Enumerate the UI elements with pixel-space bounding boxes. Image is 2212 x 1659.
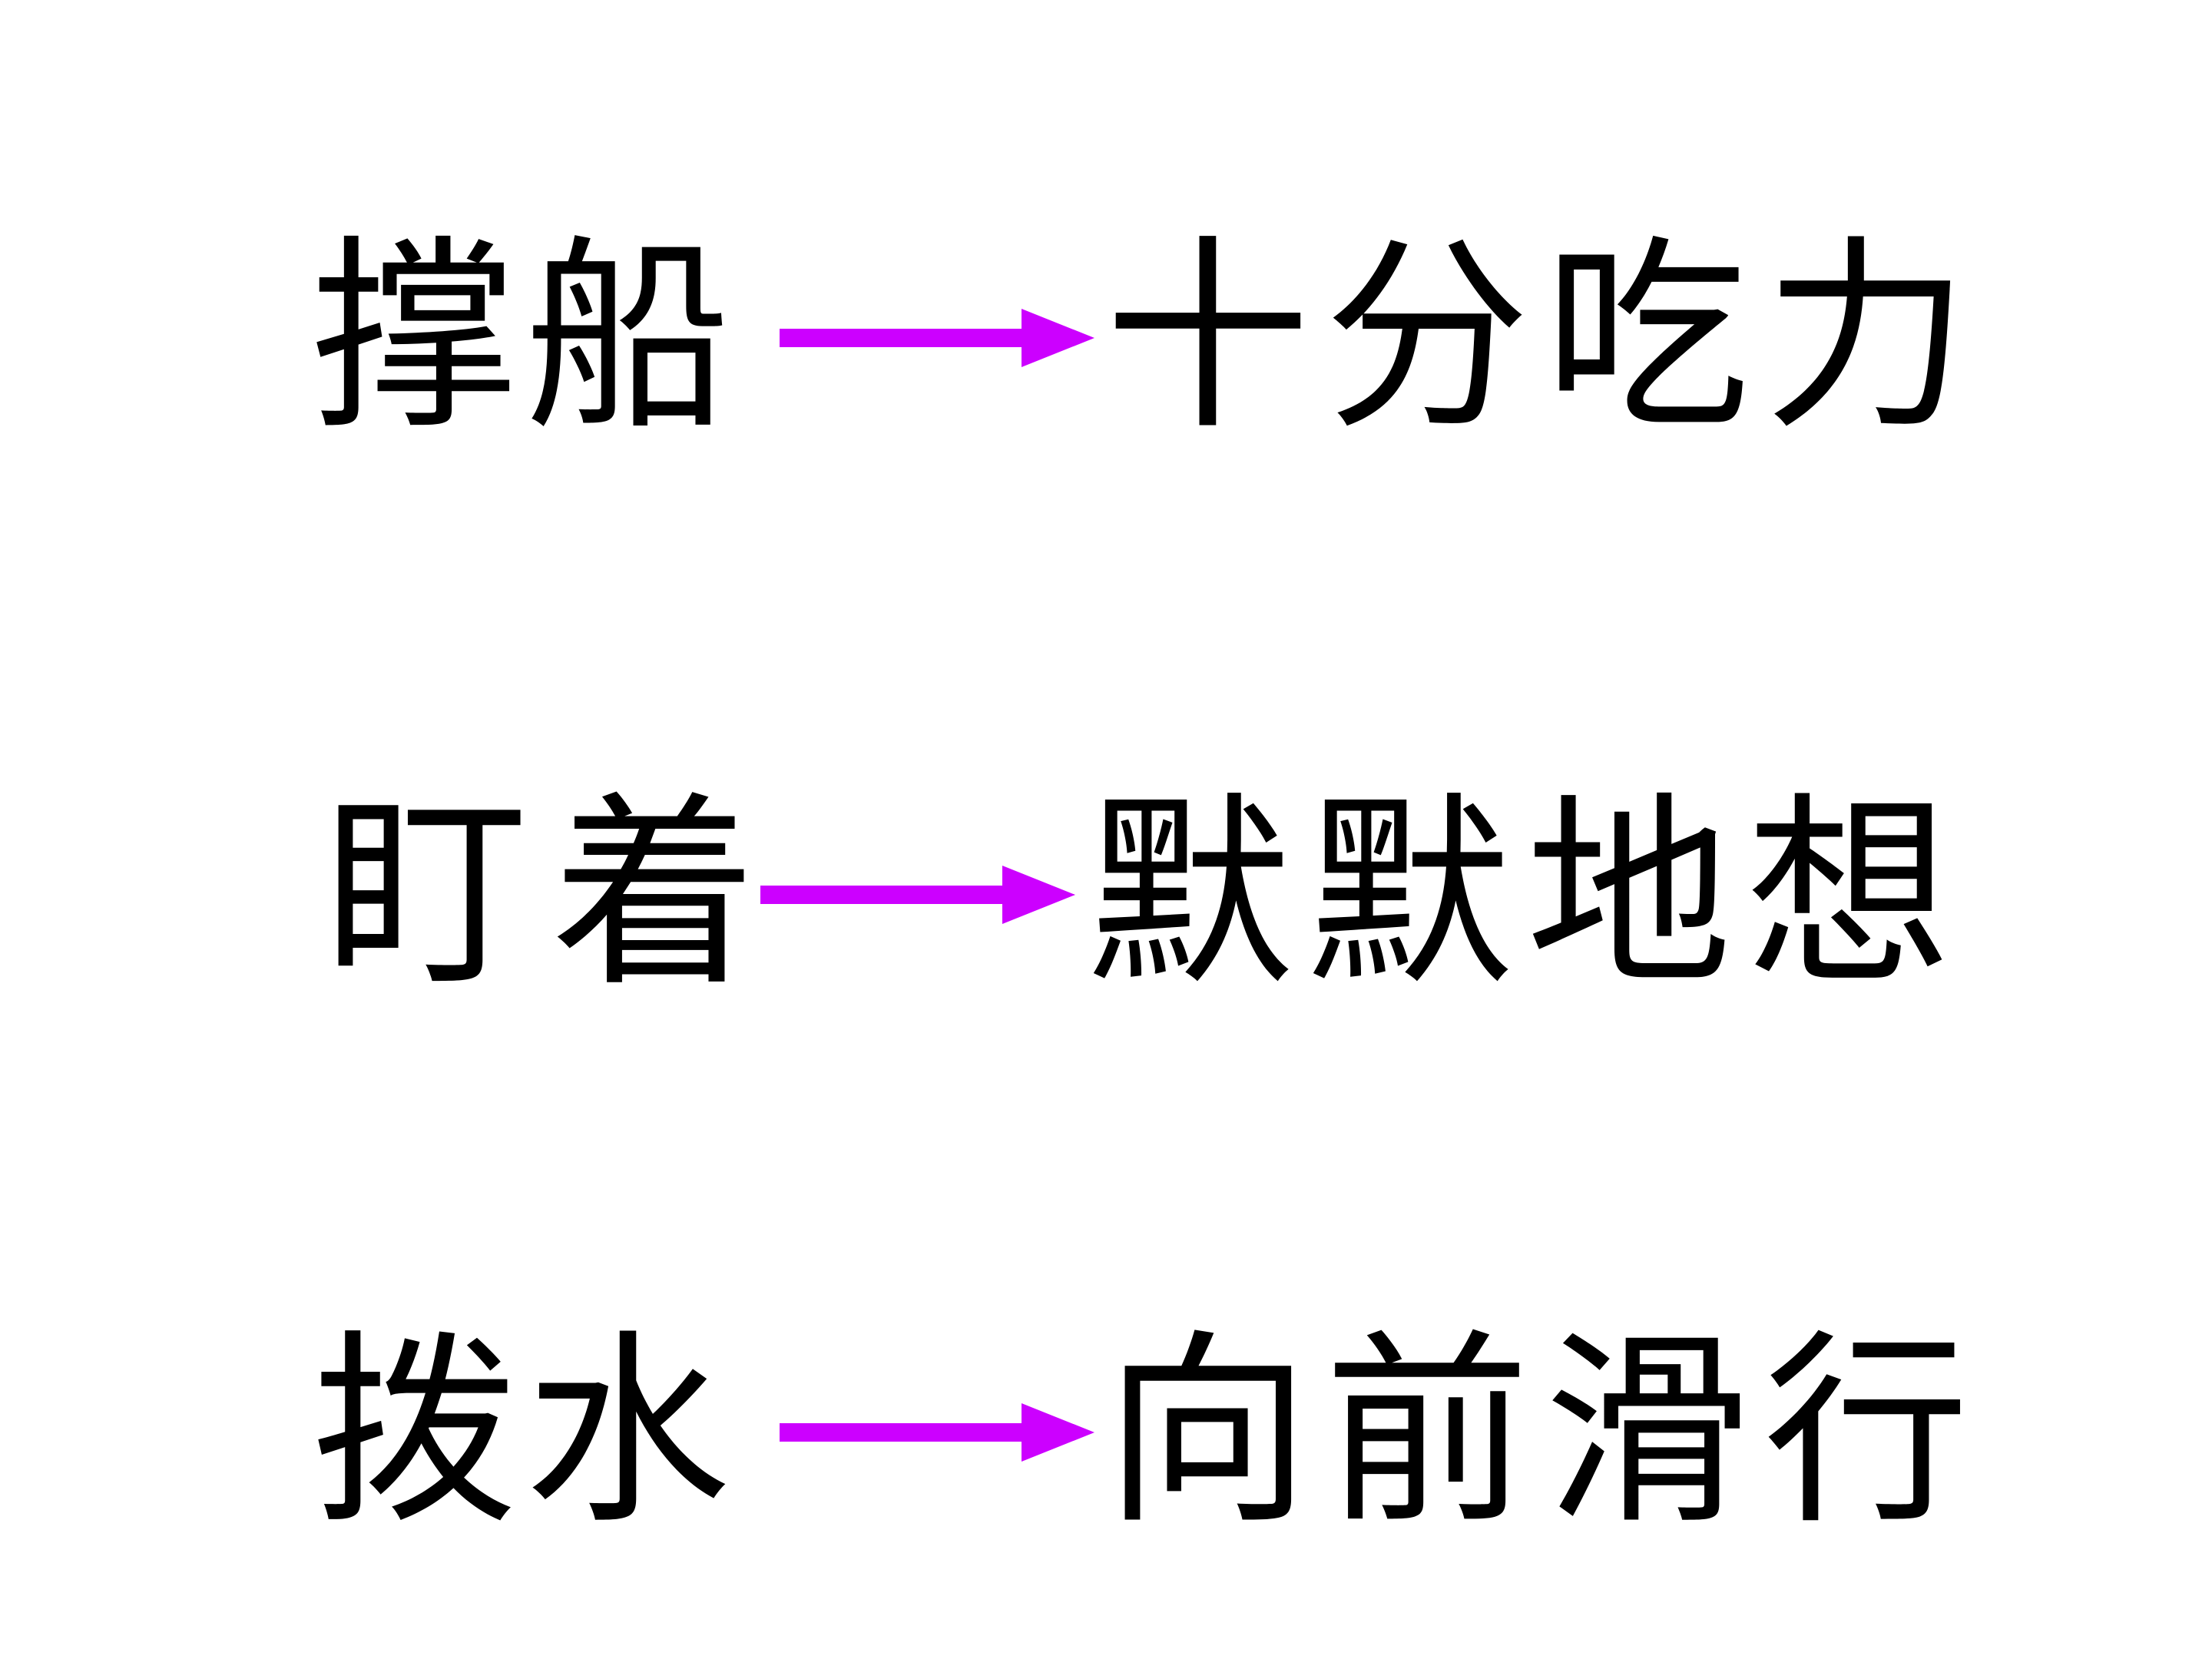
- left-term: 拨水: [311, 1313, 738, 1552]
- right-arrow-icon: [760, 866, 1075, 924]
- arrow-shaft: [760, 886, 1011, 904]
- right-arrow-icon: [780, 309, 1094, 367]
- arrow-shaft: [780, 329, 1030, 347]
- right-arrow-icon: [780, 1403, 1094, 1462]
- arrow-head: [1002, 866, 1075, 924]
- pair-row-3: 拨水 向前滑行: [0, 1317, 2212, 1548]
- left-term: 撑船: [311, 218, 738, 458]
- pair-row-1: 撑船 十分吃力: [0, 223, 2212, 453]
- left-term: 盯着: [323, 775, 780, 1015]
- arrow-shaft: [780, 1423, 1030, 1442]
- arrow-head: [1022, 309, 1094, 367]
- pair-row-2: 盯着 默默地想: [0, 780, 2212, 1010]
- right-term: 默默地想: [1087, 775, 1965, 1015]
- right-term: 十分吃力: [1104, 218, 1983, 458]
- arrow-head: [1022, 1403, 1094, 1462]
- right-term: 向前滑行: [1104, 1313, 1983, 1552]
